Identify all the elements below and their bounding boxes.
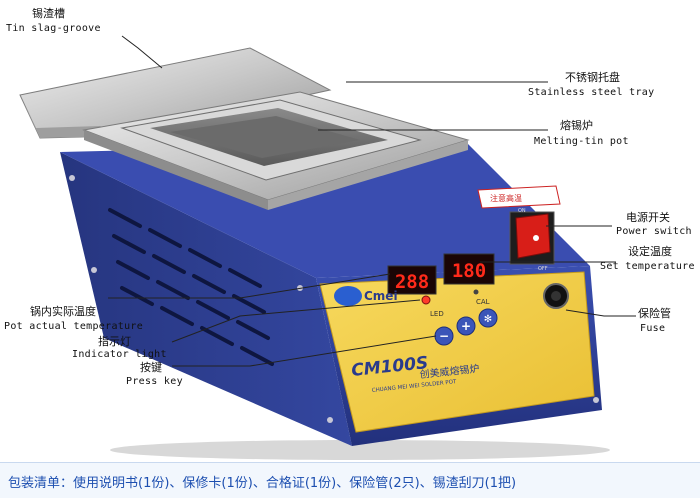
brand-text: Cmei	[364, 289, 398, 303]
warning-text: 注意高温	[490, 193, 522, 203]
brand-logo	[334, 286, 362, 306]
slag-groove-lip	[20, 95, 120, 138]
label-slag-groove-zh: 锡渣槽	[32, 7, 65, 20]
label-actual-temp-zh: 锅内实际温度	[30, 305, 96, 318]
packing-list-bar: 包装清单：使用说明书(1份)、保修卡(1份)、合格证(1份)、保险管(2只)、锡…	[0, 462, 700, 498]
screws	[69, 175, 599, 423]
label-slag-groove-en: Tin slag-groove	[6, 23, 101, 34]
melting-pot-bottom	[170, 116, 360, 158]
actual-temp-value: 288	[395, 271, 429, 293]
set-temp-value: 180	[452, 260, 486, 282]
switch-on-label: ON	[518, 208, 526, 214]
body-left-side	[60, 152, 352, 446]
label-pot-zh: 熔锡炉	[560, 119, 593, 132]
actual-temp-display	[387, 265, 437, 295]
indicator-light	[421, 295, 431, 305]
switch-off-label: OFF	[538, 266, 548, 272]
base-shadow	[110, 440, 610, 460]
cal-hole	[473, 289, 479, 295]
leader-lines	[108, 35, 636, 367]
label-tray-en: Stainless steel tray	[528, 87, 655, 98]
key-plus[interactable]	[456, 316, 476, 336]
label-fuse-en: Fuse	[640, 323, 666, 334]
label-power-en: Power switch	[616, 226, 692, 237]
label-tray-zh: 不锈钢托盘	[565, 71, 620, 84]
cal-label: CAL	[476, 298, 490, 306]
key-plus-label: +	[461, 319, 471, 333]
key-minus-label: −	[439, 329, 449, 343]
led-label: LED	[430, 310, 444, 318]
control-panel	[319, 271, 595, 433]
label-set-temp-zh: 设定温度	[628, 245, 672, 258]
fuse-cap	[551, 291, 561, 301]
label-power-zh: 电源开关	[626, 211, 670, 224]
key-set[interactable]	[478, 308, 498, 328]
press-keys[interactable]: − + ✻	[434, 308, 498, 346]
vent-slots	[108, 208, 274, 366]
label-indicator-en: Indicator light	[72, 349, 167, 360]
label-press-key-en: Press key	[126, 376, 183, 387]
packing-list-text: 包装清单：使用说明书(1份)、保修卡(1份)、合格证(1份)、保险管(2只)、锡…	[8, 476, 517, 491]
key-set-label: ✻	[484, 314, 492, 325]
label-indicator-zh: 指示灯	[98, 335, 131, 348]
tray-edge-right	[268, 140, 468, 210]
label-press-key-zh: 按键	[140, 361, 162, 374]
power-switch-mark	[533, 235, 539, 241]
label-fuse-zh: 保险管	[638, 307, 671, 320]
set-temp-display	[443, 253, 495, 285]
label-actual-temp-en: Pot actual temperature	[4, 321, 144, 332]
label-pot-en: Melting-tin pot	[534, 136, 629, 147]
power-switch[interactable]	[515, 213, 551, 259]
label-set-temp-en: Set temperature	[600, 261, 695, 272]
warning-sticker	[477, 185, 561, 209]
tray-edge-left	[84, 130, 268, 210]
solder-pot-illustration: 注意高温 288 180 LED CAL Cmei − + ✻ CM100S 创…	[19, 35, 636, 460]
